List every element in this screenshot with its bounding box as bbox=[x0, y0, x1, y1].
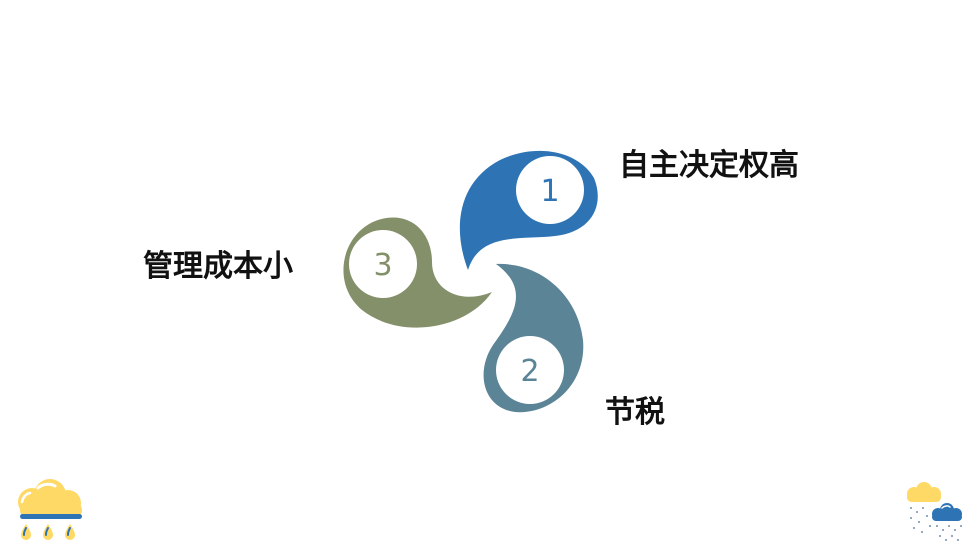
petal-1: 1 bbox=[459, 150, 598, 270]
petal-1-number: 1 bbox=[540, 174, 559, 209]
petal-2-circle bbox=[496, 336, 564, 404]
petal-3: 3 bbox=[343, 217, 492, 328]
cloud-rain-icon bbox=[18, 479, 82, 540]
cloud-body bbox=[18, 479, 82, 519]
label-3: 管理成本小 bbox=[143, 249, 293, 284]
petal-3-number: 3 bbox=[373, 248, 392, 283]
label-2: 节税 bbox=[605, 395, 665, 430]
blue-cloud bbox=[932, 503, 962, 521]
rain-drops bbox=[21, 524, 75, 540]
label-1: 自主决定权高 bbox=[619, 148, 799, 183]
petal-2-number: 2 bbox=[520, 354, 539, 389]
petal-1-circle bbox=[516, 156, 584, 224]
rain-dots bbox=[910, 507, 962, 541]
petal-2: 2 bbox=[483, 263, 584, 413]
cloud-storm-icon bbox=[907, 482, 962, 541]
petal-3-circle bbox=[349, 230, 417, 298]
yellow-cloud bbox=[907, 482, 941, 502]
